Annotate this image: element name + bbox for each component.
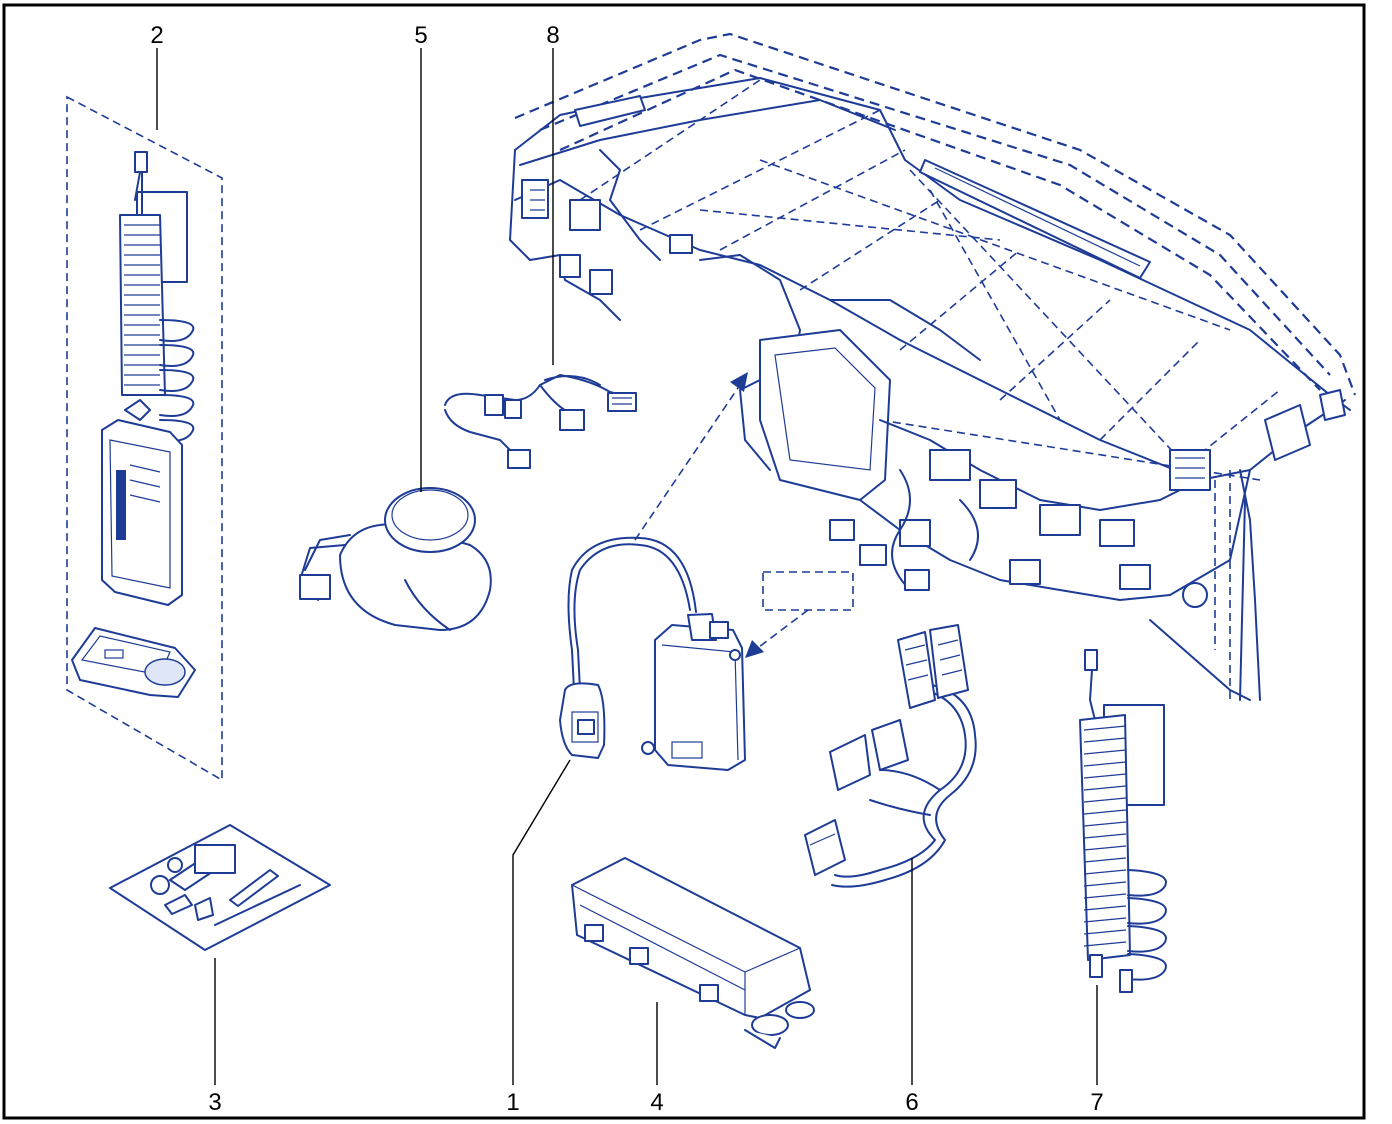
- callout-3: 3: [208, 1089, 221, 1116]
- callout-6: 6: [905, 1089, 918, 1116]
- part-2-kit: [66, 95, 223, 782]
- part-8-harness: [444, 374, 637, 469]
- mounting-arrow-line: [754, 609, 809, 651]
- part-7-antenna: [1079, 649, 1167, 993]
- callout-2: 2: [150, 22, 163, 49]
- diagram-frame: [2, 3, 1366, 1120]
- callout-5: 5: [414, 22, 427, 49]
- part-1-module: [559, 536, 746, 771]
- part-5-siren: [299, 487, 492, 631]
- callout-8: 8: [546, 22, 559, 49]
- part-6-harness: [804, 624, 977, 888]
- callout-4: 4: [650, 1089, 663, 1116]
- callout-7: 7: [1090, 1089, 1103, 1116]
- installation-arrow-line: [634, 384, 741, 541]
- part-4-housing: [571, 857, 815, 1049]
- mounting-location-box: [762, 571, 854, 611]
- callout-1: 1: [506, 1089, 519, 1116]
- dashboard-assembly: [509, 32, 1357, 701]
- part-3-hardware-bag: [109, 824, 331, 951]
- leader-1: [512, 759, 571, 1085]
- installation-arrowhead: [730, 372, 748, 392]
- mounting-arrowhead: [745, 640, 764, 658]
